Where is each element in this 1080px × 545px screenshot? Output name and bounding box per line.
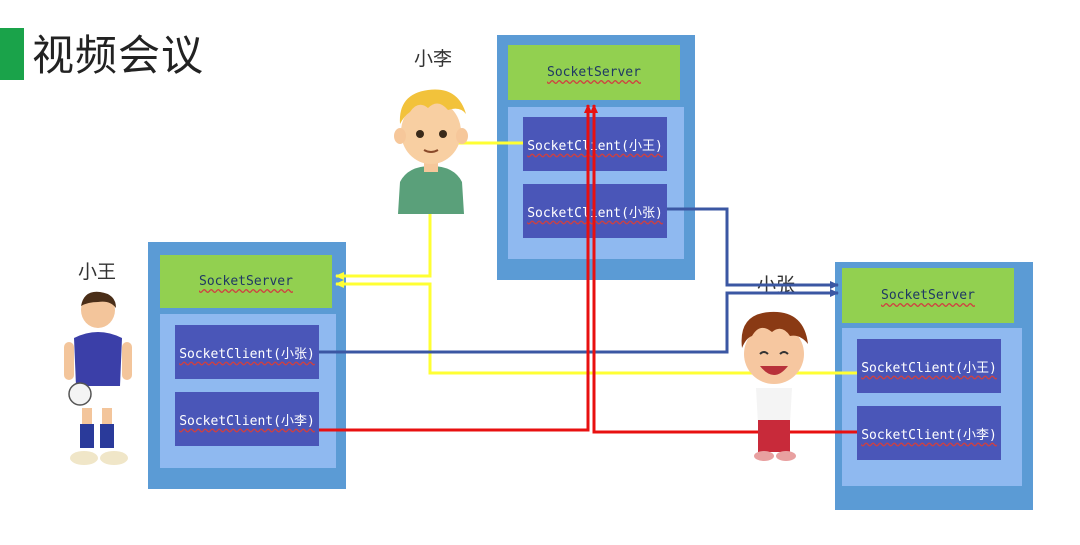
node-wang-client-zhang[interactable]: SocketClient(小张) xyxy=(175,325,319,379)
node-zhang-server[interactable]: SocketServer xyxy=(842,268,1014,323)
node-li-client-wang[interactable]: SocketClient(小王) xyxy=(523,117,667,171)
avatar-zhang xyxy=(741,311,808,461)
title-accent-bar xyxy=(0,28,24,80)
page-title: 视频会议 xyxy=(32,31,205,80)
person-label-li: 小李 xyxy=(414,48,453,70)
node-zhang-client-wang[interactable]: SocketClient(小王) xyxy=(857,339,1001,393)
node-wang-server[interactable]: SocketServer xyxy=(160,255,332,308)
node-li-client-zhang[interactable]: SocketClient(小张) xyxy=(523,184,667,238)
node-li-server[interactable]: SocketServer xyxy=(508,45,680,100)
node-wang-client-li[interactable]: SocketClient(小李) xyxy=(175,392,319,446)
person-label-zhang: 小张 xyxy=(757,274,796,296)
avatar-wang xyxy=(64,291,132,465)
person-label-wang: 小王 xyxy=(78,261,117,283)
node-zhang-client-li[interactable]: SocketClient(小李) xyxy=(857,406,1001,460)
avatar-li xyxy=(394,89,468,214)
